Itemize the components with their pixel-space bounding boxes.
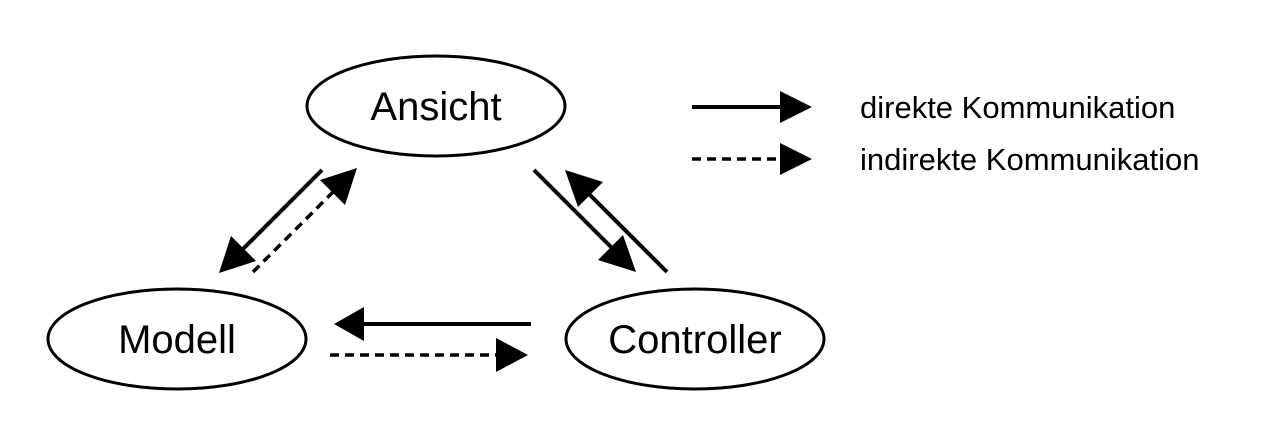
arrow-modell-to-ansicht-indirect [251, 168, 357, 274]
arrow-controller-to-modell-direct [334, 307, 531, 341]
ansicht-label: Ansicht [370, 85, 501, 129]
controller-ellipse [564, 287, 826, 391]
legend-dashed-arrowhead [780, 143, 812, 175]
legend-direct: direkte Kommunikation [692, 90, 1175, 125]
legend-solid-arrowhead [780, 91, 812, 123]
legend: direkte Kommunikation indirekte Kommunik… [692, 90, 1199, 177]
ansicht-ellipse [305, 54, 567, 158]
arrow-ansicht-to-controller-direct [532, 168, 636, 272]
legend-direct-label: direkte Kommunikation [860, 90, 1175, 125]
legend-indirect: indirekte Kommunikation [692, 142, 1199, 177]
node-ansicht: Ansicht [305, 54, 567, 158]
legend-indirect-label: indirekte Kommunikation [860, 142, 1199, 177]
controller-label: Controller [608, 318, 781, 362]
modell-ellipse [46, 287, 308, 391]
modell-label: Modell [118, 318, 236, 362]
arrow-controller-to-ansicht-direct [565, 170, 669, 274]
node-controller: Controller [564, 287, 826, 391]
arrow-modell-to-controller-indirect [330, 338, 528, 372]
arrow-ansicht-to-modell-direct [219, 168, 324, 273]
node-modell: Modell [46, 287, 308, 391]
